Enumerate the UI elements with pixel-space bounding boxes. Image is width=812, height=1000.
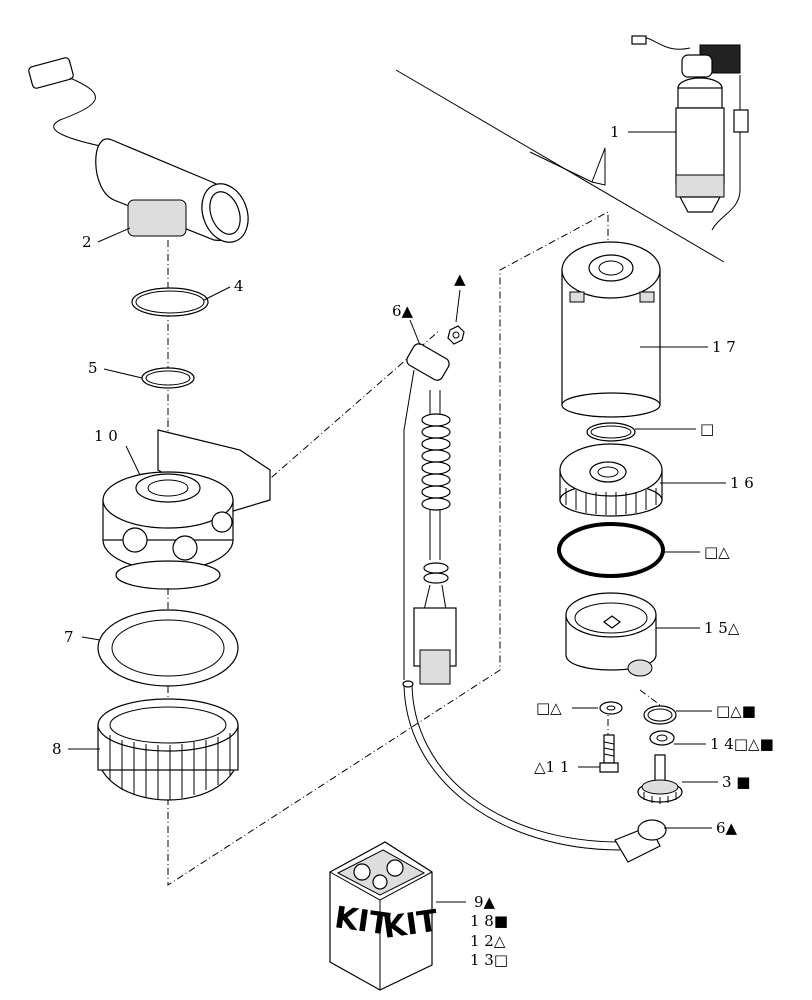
filter-head <box>102 429 271 590</box>
callout-3: 3 ■ <box>722 773 750 791</box>
callout-2: 2 <box>82 233 92 251</box>
callout-16: 1 6 <box>730 474 754 492</box>
callout-oring-tiny: □△■ <box>716 702 756 720</box>
leader-lines <box>68 131 726 903</box>
retaining-ring-7 <box>97 609 239 687</box>
washer-14 <box>649 730 675 746</box>
callout-7: 7 <box>64 628 74 646</box>
water-bowl-15 <box>565 592 657 677</box>
callout-17: 1 7 <box>712 338 736 356</box>
collar-8 <box>97 698 239 801</box>
inset-divider <box>395 69 725 263</box>
callout-10: 1 0 <box>94 427 118 445</box>
o-ring-4 <box>131 287 209 317</box>
assembly-axes <box>167 211 661 886</box>
callout-18: 1 8■ <box>470 912 508 930</box>
callout-15: 1 5△ <box>704 619 740 637</box>
callout-1: 1 <box>610 123 620 141</box>
callout-13: 1 3□ <box>470 951 508 969</box>
seal-large <box>557 522 665 578</box>
kit-label-right: KIT <box>381 904 441 946</box>
drain-screw <box>599 734 619 773</box>
callout-oring-square: □ <box>700 420 714 438</box>
drain-valve <box>637 754 683 804</box>
assembled-filter-inset <box>631 35 749 231</box>
callout-12: 1 2△ <box>470 932 506 950</box>
callout-5: 5 <box>88 359 98 377</box>
callout-6-harness: 6▲ <box>392 302 414 320</box>
wiring-harness <box>402 343 667 863</box>
filter-element-17 <box>561 241 661 418</box>
callout-nut-triangle: ▲ <box>454 270 466 288</box>
callout-8: 8 <box>52 740 62 758</box>
sensor-cover <box>28 57 249 243</box>
callout-9: 9▲ <box>474 893 496 911</box>
callout-seal: □△ <box>704 543 730 561</box>
callout-washer: □△ <box>536 699 562 717</box>
filter-cap-16 <box>559 443 663 517</box>
callout-4: 4 <box>234 277 244 295</box>
kit-box: KIT KIT <box>329 841 441 991</box>
hex-nut <box>447 289 465 345</box>
kit-label-left: KIT <box>332 900 392 942</box>
callout-11: △1 1 <box>534 758 569 776</box>
washer <box>599 701 623 715</box>
callout-14: 1 4□△■ <box>710 735 774 753</box>
callout-6-hose: 6▲ <box>716 819 738 837</box>
